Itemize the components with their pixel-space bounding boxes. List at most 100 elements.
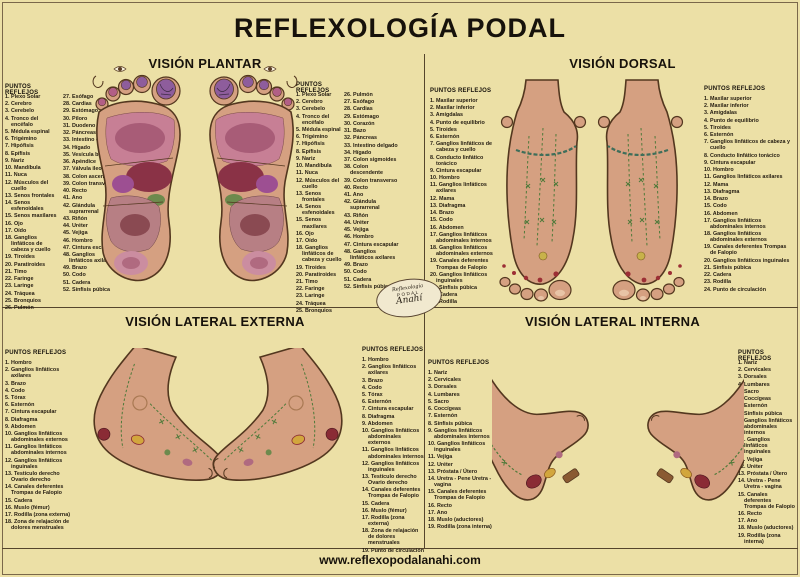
reflex-point-item: 14. Uretra - Pene Uretra - vagina (738, 478, 782, 491)
dorsal-right-list-header: PUNTOS REFLEJOS (704, 86, 766, 92)
reflex-point-item: 2. Cervicales (428, 377, 461, 384)
reflex-point-item: 23. Laringe (296, 293, 325, 300)
reflex-point-item: 6. Coccígeas (428, 406, 461, 413)
reflex-point-item: 16. Muslo (fémur) (5, 504, 50, 511)
reflex-point-item: 49. Brazo (344, 262, 368, 269)
reflex-point-item: 15. Canales deferentes Trompas de Falopi… (428, 489, 487, 502)
reflex-point-item: 6. Esternón (430, 134, 460, 141)
reflex-point-item: 22. Cadera (430, 292, 458, 299)
reflex-point-item: 18. Ganglios linfáticos de cabeza y cuel… (5, 235, 51, 254)
reflex-point-item: 2. Ganglios linfáticos axilares (5, 367, 60, 380)
left-foot (624, 345, 786, 514)
reflex-point-item: 9. Ganglios linfáticos abdominales inter… (428, 427, 490, 440)
reflex-point-item: 9. Nariz (296, 155, 316, 162)
reflex-point-item: 42. Glándula suprarrenal (63, 202, 99, 215)
reflex-point-item: 2. Maxilar inferior (704, 103, 749, 110)
plantar-feet-svg (92, 65, 298, 282)
reflex-point-item: 7. Cintura escapular (362, 406, 414, 413)
reflex-point-item: 11. Ganglios linfáticos axilares (430, 182, 487, 195)
reflex-point-item: 4. Lumbares (428, 391, 460, 398)
reflex-point-item: 16. Recto (738, 510, 762, 517)
dorsal-feet-svg (498, 78, 686, 303)
reflex-point-item: 19. Tiroides (5, 254, 35, 261)
reflex-point-item: 17. Ganglios linfáticos abdominales inte… (430, 231, 492, 244)
website-url: www.reflexopodalanahi.com (319, 553, 481, 567)
reflex-point-item: 19. Tiroides (296, 264, 326, 271)
reflex-point-item: 14. Brazo (704, 196, 728, 203)
reflex-point-item: 5. Sacro (738, 388, 759, 395)
reflex-point-item: 1. Maxilar superior (704, 96, 752, 102)
plantar-feet-illustration (90, 64, 300, 309)
reflex-point-item: 10. Hombro (704, 167, 734, 174)
reflex-point-item: 38. Colon descendente (344, 164, 383, 177)
reflex-point-item: 15. Cadera (5, 497, 33, 504)
reflex-point-item: 10. Ganglios linfáticos abdominales exte… (5, 431, 68, 444)
reflex-point-item: 35. Vesícula biliar (63, 151, 108, 158)
reflex-point-item: 6. Coccígeas (738, 396, 771, 403)
reflex-point-item: 8. Diafragma (362, 413, 395, 420)
reflex-point-item: 10. Mandíbula (296, 163, 332, 170)
reflex-point-item: 17. Oído (296, 237, 318, 244)
reflex-point-item: 9. Abdomen (5, 423, 36, 430)
reflex-point-item: 9. Cintura escapular (430, 167, 482, 174)
reflex-point-item: 3. Amígdalas (704, 110, 738, 117)
reflex-point-item: 16. Abdomen (704, 210, 738, 217)
reflex-point-item: 44. Uréter (344, 219, 369, 226)
right-foot (450, 345, 612, 514)
reflex-point-item: 16. Recto (428, 502, 452, 509)
reflex-point-item: 41. Ano (63, 195, 83, 202)
reflex-point-item: 15. Codo (430, 217, 453, 224)
reflex-point-item: 27. Esófago (63, 94, 94, 100)
right-foot (92, 65, 181, 282)
reflex-point-item: 8. Diafragma (5, 416, 38, 423)
reflex-point-item: 5. Tórax (5, 394, 26, 401)
reflex-point-item: 43. Riñón (344, 212, 369, 219)
reflex-point-item: 11. Vejiga (428, 454, 453, 461)
reflex-point-item: 13. Senos frontales (5, 192, 55, 199)
reflex-point-item: 51. Cadera (344, 276, 372, 283)
reflex-point-item: 12. Uréter (428, 461, 453, 468)
reflex-point-item: 4. Lumbares (738, 381, 770, 388)
reflex-point-item: 18. Ganglios linfáticos de cabeza y cuel… (296, 245, 342, 264)
reflex-point-item: 17. Rodilla (zona externa) (362, 515, 405, 528)
reflex-point-item: 14. Canales deferentes Trompas de Falopi… (5, 484, 64, 497)
reflex-point-item: 10. Hombro (430, 175, 460, 182)
reflex-point-item: 42. Glándula suprarrenal (344, 199, 380, 212)
reflex-point-item: 6. Esternón (704, 132, 734, 139)
dorsal-left-list-header: PUNTOS REFLEJOS (430, 88, 492, 94)
reflex-point-item: 6. Esternón (5, 402, 35, 409)
reflex-point-item: 11. Nuca (296, 170, 318, 177)
reflex-point-item: 6. Esternón (362, 399, 392, 406)
reflex-point-item: 15. Senos maxilares (5, 213, 57, 220)
reflex-point-item: 50. Codo (344, 269, 367, 276)
reflex-point-item: 2. Ganglios linfáticos axilares (362, 364, 417, 377)
reflex-point-item: 13. Testículo derecho Ovario derecho (5, 471, 60, 484)
reflex-point-item: 12. Ganglios linfáticos inguinales (5, 457, 63, 470)
reflex-point-item: 3. Brazo (5, 380, 26, 387)
reflex-point-item: 2. Maxilar inferior (430, 105, 475, 112)
reflex-point-item: 10. Ganglios linfáticos inguinales (428, 441, 486, 454)
reflex-point-item: 18. Muslo (aductores) (738, 525, 794, 532)
interna-feet-svg (450, 345, 786, 514)
reflex-point-item: 32. Páncreas (63, 130, 96, 137)
reflex-point-item: 15. Canales deferentes Trompas de Falopi… (738, 491, 795, 510)
reflex-point-item: 45. Vejiga (63, 230, 88, 237)
reflex-point-item: 7. Ganglios linfáticos de cabeza y cuell… (430, 141, 493, 154)
reflex-point-item: 6. Trigémino (5, 136, 37, 143)
reflex-point-item: 5. Tiroides (430, 126, 457, 133)
reflex-point-item: 29. Estómago (63, 108, 99, 115)
reflex-point-item: 18. Muslo (aductores) (428, 517, 484, 524)
reflex-point-item: 5. Médula espinal (5, 128, 50, 135)
reflex-point-item: 5. Sacro (428, 398, 449, 405)
reflex-point-item: 47. Cintura escapular (63, 244, 118, 251)
reflex-point-item: 4. Punto de equilibrio (430, 119, 485, 126)
reflex-point-item: 2. Cervicales (738, 367, 771, 374)
reflex-point-item: 14. Uretra - Pene Uretra - vagina (428, 476, 492, 489)
reflex-point-item: 8. Epífisis (296, 148, 322, 155)
reflex-point-item: 14. Brazo (430, 210, 454, 217)
reflex-point-item: 17. Ganglios linfáticos abdominales inte… (704, 217, 766, 230)
reflex-point-item: 31. Bazo (344, 128, 366, 135)
reflex-point-item: 48. Ganglios linfáticos axilares (63, 251, 115, 265)
left-foot (209, 65, 298, 282)
